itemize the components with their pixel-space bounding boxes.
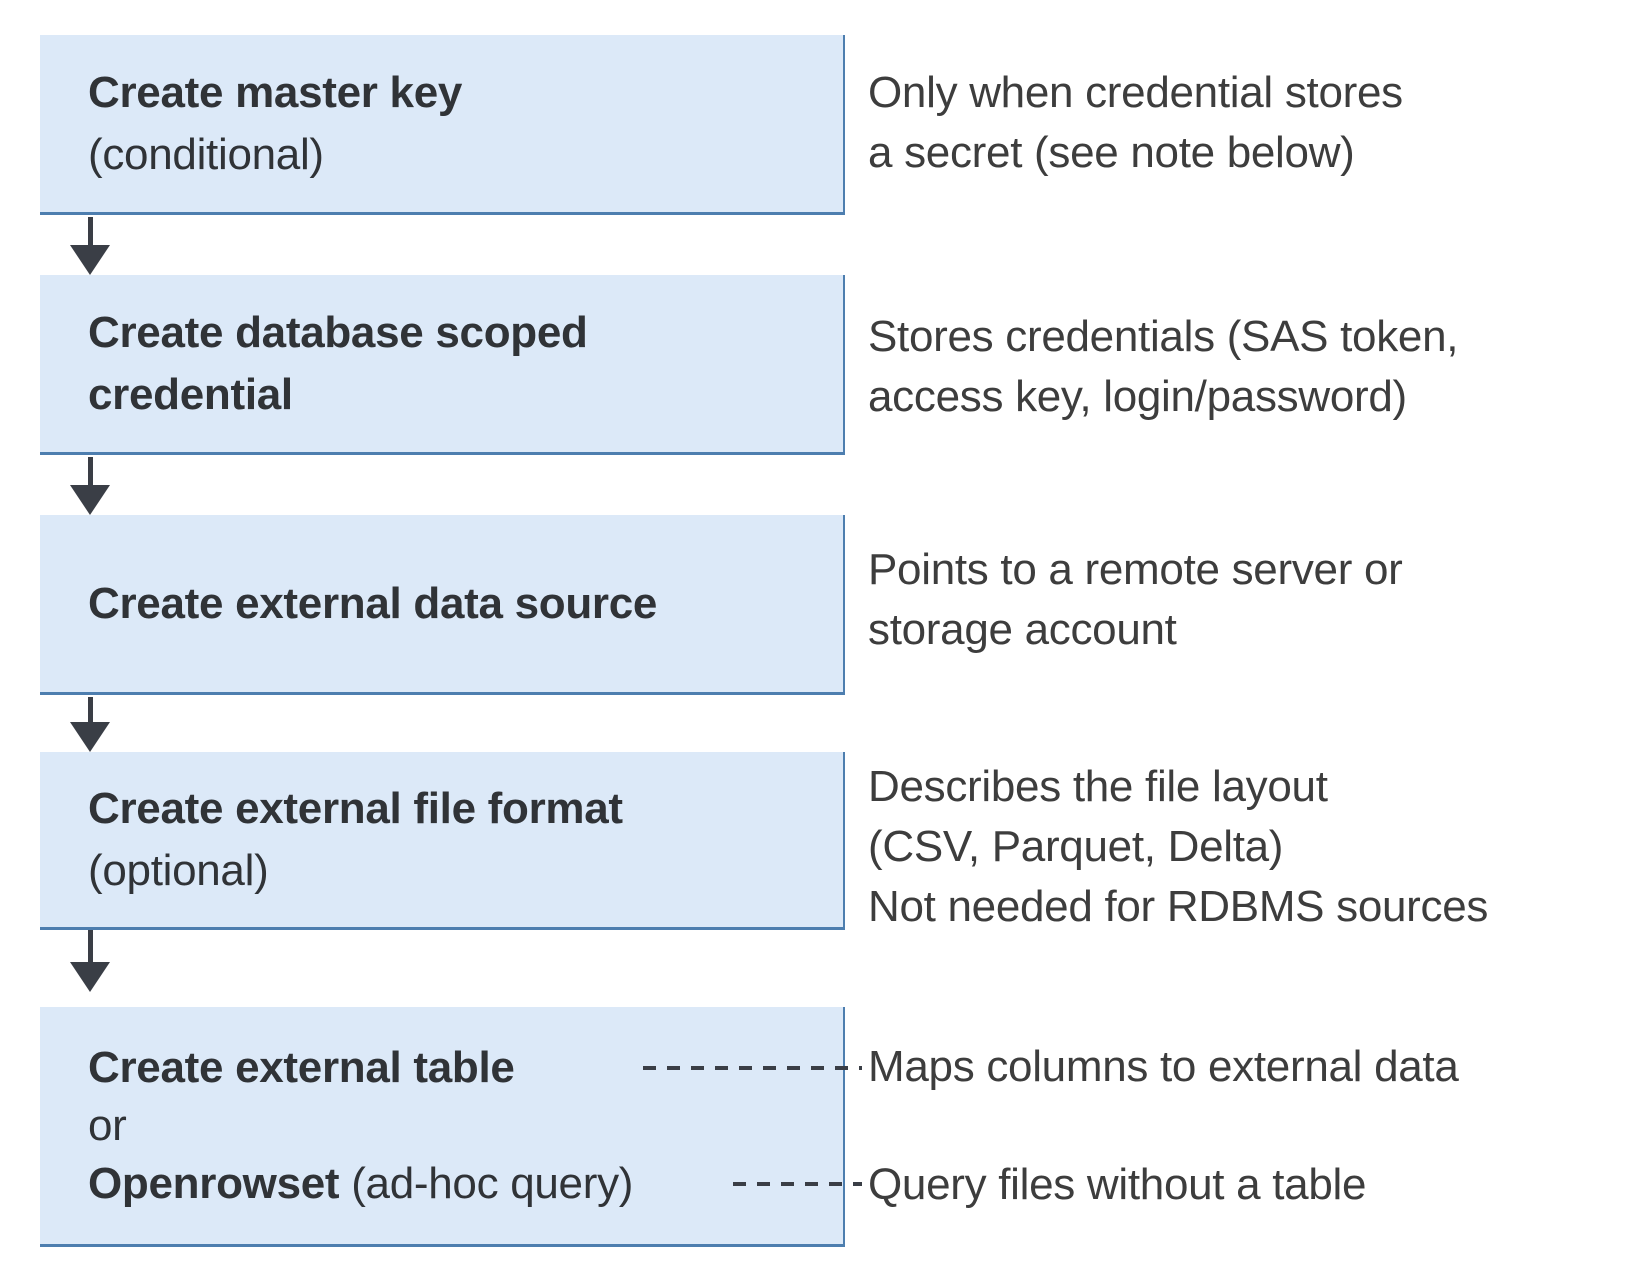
flow-arrow-3	[70, 697, 110, 752]
flow-arrow-4	[70, 930, 110, 992]
flow-step-create-external-table-or-openrowset: Create external table or Openrowset (ad-…	[40, 1007, 845, 1247]
arrow-stem	[87, 217, 93, 245]
step-alt-title-row: Openrowset (ad-hoc query)	[88, 1155, 843, 1213]
step-description-master-key: Only when credential stores a secret (se…	[868, 63, 1403, 183]
step-description-external-table: Maps columns to external data	[868, 1037, 1459, 1097]
description-line: Describes the file layout	[868, 762, 1328, 811]
step-or-label: or	[88, 1100, 127, 1150]
description-line: Only when credential stores	[868, 68, 1403, 117]
arrow-head-icon	[70, 485, 110, 515]
step-subtitle: (conditional)	[88, 129, 324, 179]
step-title: Create master key	[88, 67, 463, 117]
step-subtitle: (optional)	[88, 845, 269, 895]
description-line: Points to a remote server or	[868, 545, 1403, 594]
flow-arrow-1	[70, 217, 110, 275]
arrow-stem	[87, 457, 93, 485]
description-line: Not needed for RDBMS sources	[868, 882, 1489, 931]
step-alt-title: Openrowset	[88, 1158, 340, 1208]
step-title: Create database scoped	[88, 307, 588, 357]
step-title: Create external table	[88, 1042, 515, 1092]
flow-step-create-external-file-format: Create external file format (optional)	[40, 752, 845, 930]
description-line: Maps columns to external data	[868, 1042, 1459, 1091]
arrow-stem	[87, 697, 93, 722]
step-description-openrowset: Query files without a table	[868, 1155, 1366, 1215]
arrow-head-icon	[70, 245, 110, 275]
step-description-credential: Stores credentials (SAS token, access ke…	[868, 307, 1458, 427]
step-alt-suffix: (ad-hoc query)	[339, 1158, 634, 1208]
arrow-head-icon	[70, 722, 110, 752]
description-line: Query files without a table	[868, 1160, 1367, 1209]
step-title: Create external file format	[88, 783, 623, 833]
flow-step-create-master-key: Create master key (conditional)	[40, 35, 845, 215]
dashed-connector-external-table	[643, 1066, 862, 1070]
flow-arrow-2	[70, 457, 110, 515]
description-line: Stores credentials (SAS token,	[868, 312, 1459, 361]
flow-step-create-external-data-source: Create external data source	[40, 515, 845, 695]
dashed-connector-openrowset	[733, 1182, 862, 1186]
step-description-data-source: Points to a remote server or storage acc…	[868, 540, 1403, 660]
flow-step-create-database-scoped-credential: Create database scoped credential	[40, 275, 845, 455]
step-title-line2: credential	[88, 369, 293, 419]
step-description-file-format: Describes the file layout (CSV, Parquet,…	[868, 757, 1488, 937]
arrow-stem	[87, 930, 93, 962]
description-line: a secret (see note below)	[868, 128, 1355, 177]
step-title: Create external data source	[88, 578, 658, 628]
arrow-head-icon	[70, 962, 110, 992]
description-line: access key, login/password)	[868, 372, 1407, 421]
description-line: storage account	[868, 605, 1177, 654]
description-line: (CSV, Parquet, Delta)	[868, 822, 1284, 871]
